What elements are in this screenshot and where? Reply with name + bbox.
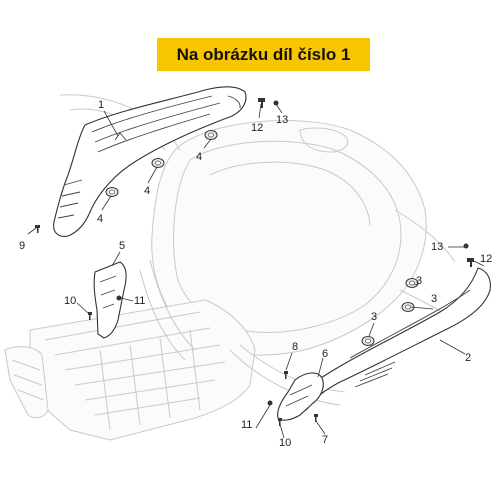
highlight-banner: Na obrázku díl číslo 1: [157, 38, 370, 71]
screw-12-right: [467, 258, 474, 267]
callout-5: 5: [119, 240, 125, 252]
callout-10: 10: [64, 295, 76, 307]
clip-11-left: [116, 295, 122, 301]
callout-4: 4: [144, 185, 150, 197]
part-1-side-panel: [53, 86, 247, 237]
callout-13: 13: [276, 114, 288, 126]
callout-8: 8: [292, 341, 298, 353]
grommet-3-c: [361, 336, 375, 346]
callout-1: 1: [98, 99, 104, 111]
callout-6: 6: [322, 348, 328, 360]
callout-11: 11: [134, 295, 145, 307]
grommet-3-a: [405, 278, 419, 288]
callout-2: 2: [465, 352, 471, 364]
screw-8: [284, 371, 288, 379]
callout-12: 12: [251, 122, 263, 134]
grommet-4-top: [204, 130, 218, 140]
leader-lines: [27, 103, 485, 439]
callout-13: 13: [431, 241, 443, 253]
screw-10-left: [88, 312, 92, 320]
callout-3: 3: [371, 311, 377, 323]
callout-4: 4: [97, 213, 103, 225]
callout-9: 9: [19, 240, 25, 252]
callout-11: 11: [241, 419, 252, 431]
callout-7: 7: [322, 434, 328, 446]
grommet-4-mid: [151, 158, 165, 168]
screw-10-right: [278, 418, 282, 426]
clip-13-right: [463, 243, 469, 249]
screw-9: [35, 225, 40, 233]
callout-4: 4: [196, 151, 202, 163]
callout-10: 10: [279, 437, 291, 449]
screw-12-top: [258, 98, 265, 108]
callout-12: 12: [480, 253, 492, 265]
clip-13-top: [273, 100, 279, 106]
clip-11-right: [267, 400, 273, 406]
screw-7: [314, 414, 318, 422]
grommet-4-low: [105, 187, 119, 197]
callout-3: 3: [431, 293, 437, 305]
callout-3: 3: [416, 275, 422, 287]
part-6-bracket: [277, 372, 324, 421]
ghost-scooter-body: [4, 94, 456, 441]
part-5-bracket: [93, 261, 127, 339]
